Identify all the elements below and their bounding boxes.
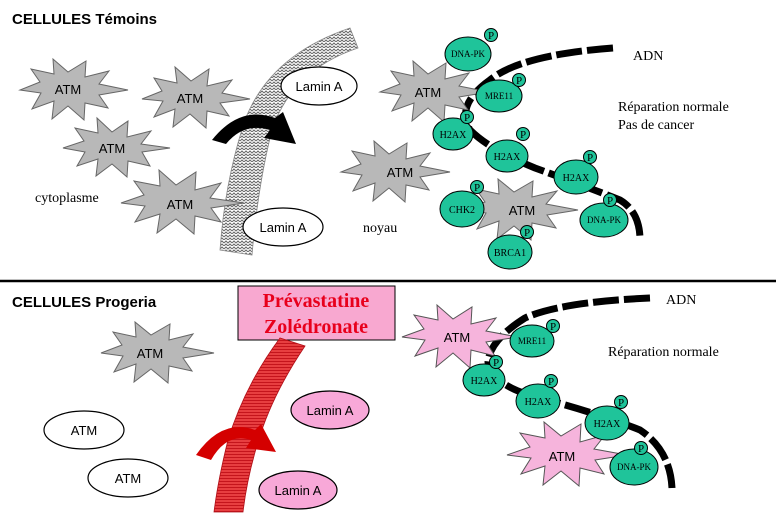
dna-label-progeria: ADN — [666, 293, 696, 308]
atm-star-control-2: ATM — [141, 65, 251, 130]
atm-star-progeria-pink-1: ATM — [401, 303, 519, 370]
atm-oval-progeria-2: ATM — [87, 458, 169, 498]
protein-h2ax-control-3: H2AX P — [553, 150, 599, 195]
svg-text:P: P — [520, 129, 526, 141]
svg-text:ATM: ATM — [99, 141, 125, 156]
drug-line-1: Prévastatine — [263, 290, 370, 312]
cytoplasm-label: cytoplasme — [35, 191, 99, 206]
svg-text:H2AX: H2AX — [440, 130, 467, 141]
svg-text:P: P — [548, 376, 554, 388]
svg-text:ATM: ATM — [71, 423, 97, 438]
lamin-a-control-cytoplasm: Lamin A — [242, 207, 324, 247]
svg-text:ATM: ATM — [444, 330, 470, 345]
svg-text:P: P — [464, 112, 470, 124]
atm-oval-progeria-1: ATM — [43, 410, 125, 450]
svg-text:H2AX: H2AX — [594, 419, 621, 430]
svg-text:DNA-PK: DNA-PK — [617, 462, 652, 472]
control-panel-title: CELLULES Témoins — [12, 11, 157, 28]
nuclear-membrane-progeria — [213, 337, 306, 513]
svg-text:DNA-PK: DNA-PK — [451, 49, 486, 59]
svg-text:ATM: ATM — [415, 85, 441, 100]
lamin-a-progeria-nucleus: Lamin A — [290, 390, 370, 430]
atm-star-control-nucleus-2: ATM — [339, 139, 451, 204]
svg-text:P: P — [550, 321, 556, 333]
svg-text:P: P — [474, 182, 480, 194]
atm-star-control-nucleus-3: ATM — [463, 177, 579, 242]
svg-text:BRCA1: BRCA1 — [494, 248, 526, 259]
svg-text:ATM: ATM — [387, 165, 413, 180]
lamin-a-progeria-cytoplasm: Lamin A — [258, 470, 338, 510]
protein-h2ax-progeria-2: H2AX P — [515, 374, 561, 419]
repair-label-control-2: Pas de cancer — [618, 118, 695, 133]
svg-text:P: P — [587, 152, 593, 164]
dna-strand-progeria — [484, 294, 676, 489]
drug-line-2: Zolédronate — [264, 316, 368, 338]
svg-text:P: P — [524, 227, 530, 239]
lamin-a-control-nucleus: Lamin A — [280, 66, 358, 106]
svg-text:ATM: ATM — [55, 82, 81, 97]
protein-h2ax-progeria-1: H2AX P — [462, 355, 506, 397]
protein-h2ax-control-2: H2AX P — [485, 127, 530, 173]
svg-text:MRE11: MRE11 — [485, 91, 513, 101]
svg-text:ATM: ATM — [549, 449, 575, 464]
protein-dna-pk-progeria: DNA-PK P — [609, 441, 659, 486]
svg-text:P: P — [618, 397, 624, 409]
svg-text:H2AX: H2AX — [471, 376, 498, 387]
atm-star-control-3: ATM — [62, 116, 171, 179]
atm-star-control-1: ATM — [18, 57, 129, 122]
svg-text:H2AX: H2AX — [525, 397, 552, 408]
protein-h2ax-progeria-3: H2AX P — [584, 395, 630, 441]
svg-text:Lamin A: Lamin A — [307, 403, 354, 418]
protein-brca1-control: BRCA1 P — [487, 225, 534, 270]
svg-text:H2AX: H2AX — [563, 173, 590, 184]
svg-text:ATM: ATM — [167, 197, 193, 212]
dna-label-control: ADN — [633, 49, 663, 64]
svg-text:P: P — [493, 357, 499, 369]
import-arrow-control — [212, 112, 296, 144]
import-arrow-progeria — [196, 424, 276, 460]
protein-dna-pk-control-2: DNA-PK P — [579, 193, 629, 238]
svg-text:Lamin A: Lamin A — [296, 79, 343, 94]
svg-text:ATM: ATM — [137, 346, 163, 361]
svg-text:Lamin A: Lamin A — [260, 220, 307, 235]
svg-text:ATM: ATM — [509, 203, 535, 218]
protein-chk2-control: CHK2 P — [439, 180, 485, 228]
svg-text:MRE11: MRE11 — [518, 336, 546, 346]
atm-star-control-4: ATM — [120, 168, 245, 236]
repair-label-control-1: Réparation normale — [618, 100, 729, 115]
svg-text:H2AX: H2AX — [494, 152, 521, 163]
svg-text:CHK2: CHK2 — [449, 205, 475, 216]
repair-label-progeria: Réparation normale — [608, 345, 719, 360]
protein-h2ax-control-1: H2AX P — [432, 110, 474, 151]
drug-box: Prévastatine Zolédronate — [237, 285, 396, 341]
protein-mre11-control: MRE11 P — [475, 73, 526, 113]
nucleus-label: noyau — [363, 221, 397, 236]
dna-strand-control — [462, 44, 644, 241]
svg-text:ATM: ATM — [115, 471, 141, 486]
protein-mre11-progeria: MRE11 P — [509, 319, 560, 358]
svg-text:P: P — [488, 30, 494, 42]
svg-text:DNA-PK: DNA-PK — [587, 215, 622, 225]
atm-star-progeria-gray: ATM — [100, 320, 215, 385]
atm-star-control-nucleus-1: ATM — [378, 59, 490, 124]
svg-text:P: P — [607, 195, 613, 207]
svg-text:Lamin A: Lamin A — [275, 483, 322, 498]
svg-text:P: P — [516, 75, 522, 87]
svg-text:ATM: ATM — [177, 91, 203, 106]
progeria-panel-title: CELLULES Progeria — [12, 294, 157, 311]
svg-text:P: P — [638, 443, 644, 455]
protein-dna-pk-control-1: DNA-PK P — [444, 28, 498, 72]
